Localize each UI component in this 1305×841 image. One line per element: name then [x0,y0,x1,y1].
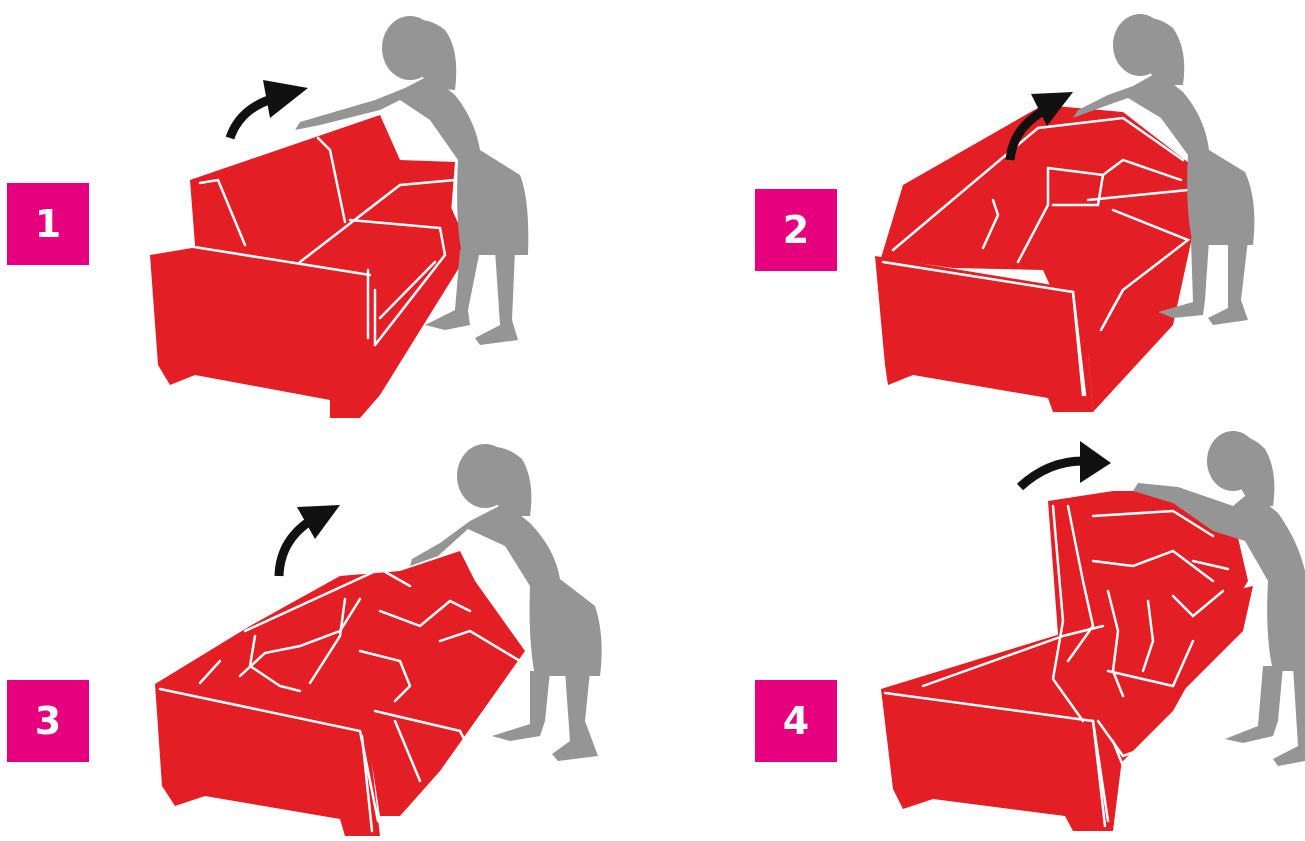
step-3-illustration [0,421,652,841]
step-number: 3 [35,699,61,743]
step-1-panel: 1 [0,0,652,420]
sofa-icon [155,551,525,836]
step-number: 4 [783,699,809,743]
step-2-panel: 2 [653,0,1305,420]
step-4-panel: 4 [653,421,1305,841]
step-number-badge: 4 [755,680,837,762]
step-number: 1 [35,202,61,246]
step-number-badge: 3 [7,680,89,762]
step-number-badge: 1 [7,183,89,265]
step-3-panel: 3 [0,421,652,841]
step-4-illustration [653,421,1305,841]
sofa-icon [875,105,1198,412]
step-number-badge: 2 [755,189,837,271]
curved-arrow-icon [279,505,340,576]
curved-arrow-icon [1020,441,1111,487]
step-1-illustration [0,0,652,420]
step-2-illustration [653,0,1305,420]
step-number: 2 [783,208,809,252]
sofa-icon [881,491,1253,831]
sofa-icon [150,115,470,418]
